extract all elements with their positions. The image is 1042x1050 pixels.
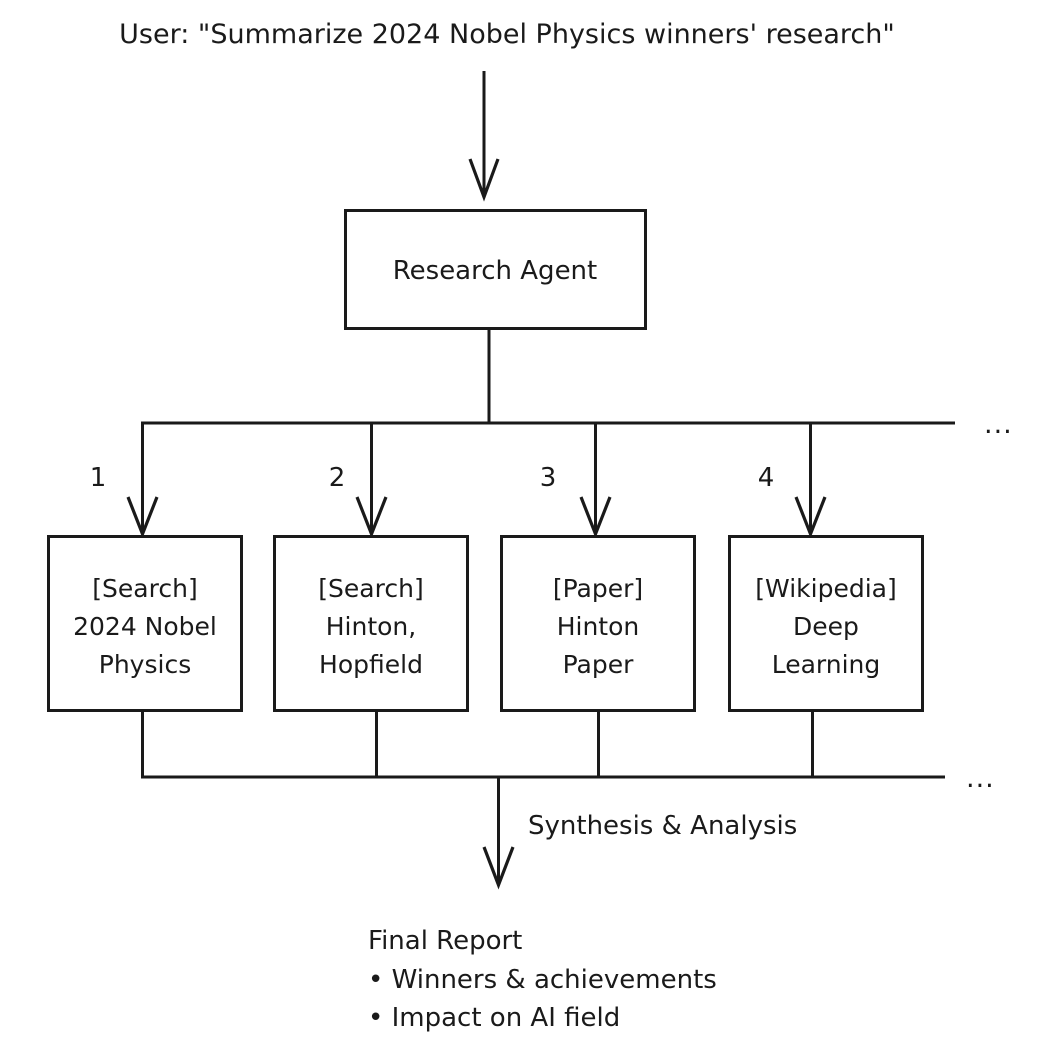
arrow-synthesis-to-report (482, 777, 515, 890)
task-node-3-line3: Paper (563, 650, 635, 679)
branch-2-index: 2 (329, 463, 346, 493)
task-node-4: [Wikipedia] Deep Learning (728, 535, 924, 712)
branch-4-index: 4 (758, 463, 775, 493)
synthesis-label: Synthesis & Analysis (528, 811, 797, 841)
final-report-bullet-2: • Impact on AI field (368, 1003, 620, 1033)
branch-3-index: 3 (540, 463, 557, 493)
user-prompt-text: User: "Summarize 2024 Nobel Physics winn… (119, 19, 895, 50)
fanout-bus: ... (141, 409, 1013, 440)
task-node-2: [Search] Hinton, Hopfield (273, 535, 469, 712)
branch-2: 2 (329, 423, 388, 539)
fanin-ellipsis: ... (966, 763, 995, 794)
fanin-bus: ... (141, 763, 995, 794)
arrow-prompt-to-agent (468, 71, 500, 202)
final-report-title: Final Report (368, 926, 522, 956)
task-node-3-line1: [Paper] (553, 574, 643, 603)
branch-4: 4 (758, 423, 827, 539)
final-report-bullet-1: • Winners & achievements (368, 965, 717, 995)
branch-1: 1 (90, 423, 159, 539)
task-node-1-line1: [Search] (92, 574, 197, 603)
task-node-4-line1: [Wikipedia] (755, 574, 896, 603)
research-agent-label: Research Agent (393, 256, 597, 286)
research-agent-node: Research Agent (344, 209, 647, 330)
branch-1-index: 1 (90, 463, 107, 493)
task-node-2-line1: [Search] (318, 574, 423, 603)
task-node-1-line3: Physics (99, 650, 191, 679)
branch-3: 3 (540, 423, 612, 539)
task-node-2-line2: Hinton, (326, 612, 416, 641)
task-node-1: [Search] 2024 Nobel Physics (47, 535, 243, 712)
task-node-2-line3: Hopfield (319, 650, 423, 679)
task-node-3-line2: Hinton (557, 612, 640, 641)
final-report-block: Final Report • Winners & achievements • … (368, 926, 717, 1033)
task-node-4-line2: Deep (793, 612, 859, 641)
fanin-stubs (141, 711, 814, 778)
task-node-3: [Paper] Hinton Paper (500, 535, 696, 712)
fanout-ellipsis: ... (984, 409, 1013, 440)
task-node-1-line2: 2024 Nobel (73, 612, 217, 641)
task-node-4-line3: Learning (772, 650, 881, 679)
